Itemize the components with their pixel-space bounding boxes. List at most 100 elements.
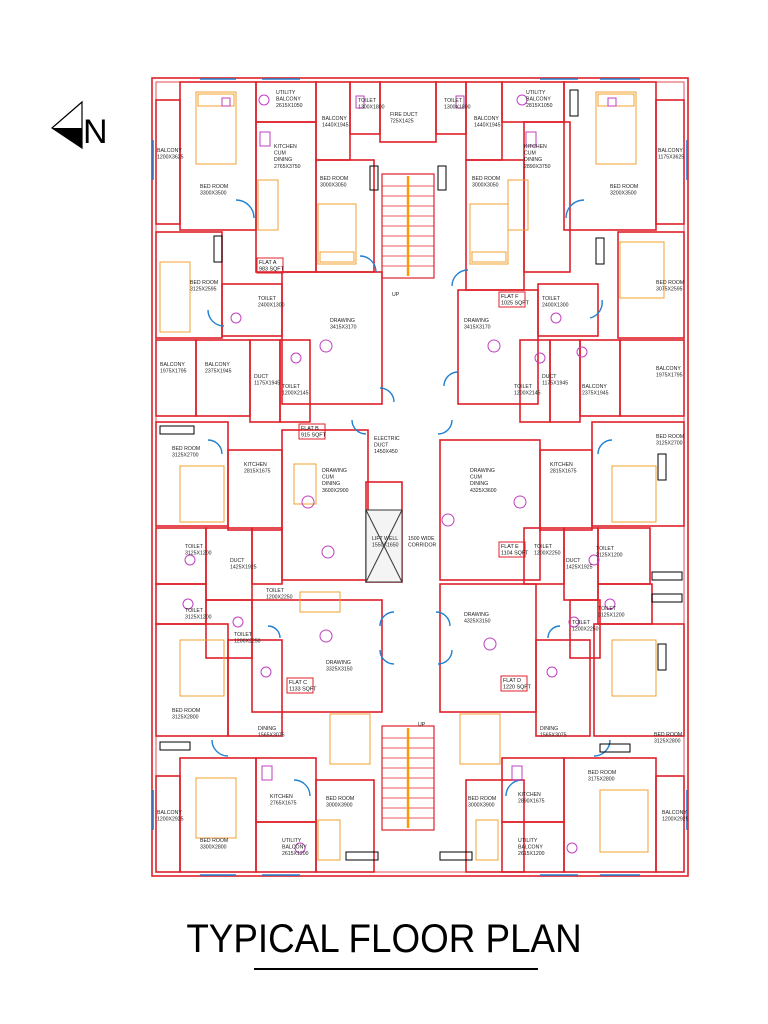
walls — [155, 81, 685, 873]
flat-name: FLAT B — [301, 426, 319, 432]
north-arrow-icon: N — [51, 100, 108, 151]
flat-area: 1220 SQFT — [503, 685, 532, 691]
stair-top: UP — [381, 173, 435, 298]
fixtures — [182, 94, 617, 854]
lift-well — [365, 509, 403, 583]
flat-name: FLAT E — [501, 544, 519, 550]
stair-up-label-2: UP — [418, 722, 426, 728]
flat-area: 1025 SQFT — [501, 301, 530, 307]
title-underline — [254, 968, 538, 970]
railings — [159, 89, 683, 861]
flat-area: 1104 SQFT — [501, 551, 529, 557]
flat-name: FLAT A — [259, 260, 277, 266]
windows — [152, 78, 688, 876]
flat-area: 915 SQFT — [301, 433, 327, 439]
building-outline — [151, 77, 689, 877]
flat-name: FLAT D — [503, 678, 521, 684]
drawing-title: TYPICAL FLOOR PLAN — [186, 917, 582, 961]
flat-name: FLAT C — [289, 680, 307, 686]
north-letter: N — [83, 113, 108, 151]
stair-bottom: UP — [381, 722, 435, 831]
flat-area: 1133 SQFT — [289, 687, 317, 693]
flat-area: 983 SQFT — [259, 267, 285, 273]
door-swings — [207, 199, 613, 797]
flat-name: FLAT F — [501, 294, 519, 300]
furniture — [159, 91, 665, 861]
stair-up-label: UP — [392, 292, 400, 298]
